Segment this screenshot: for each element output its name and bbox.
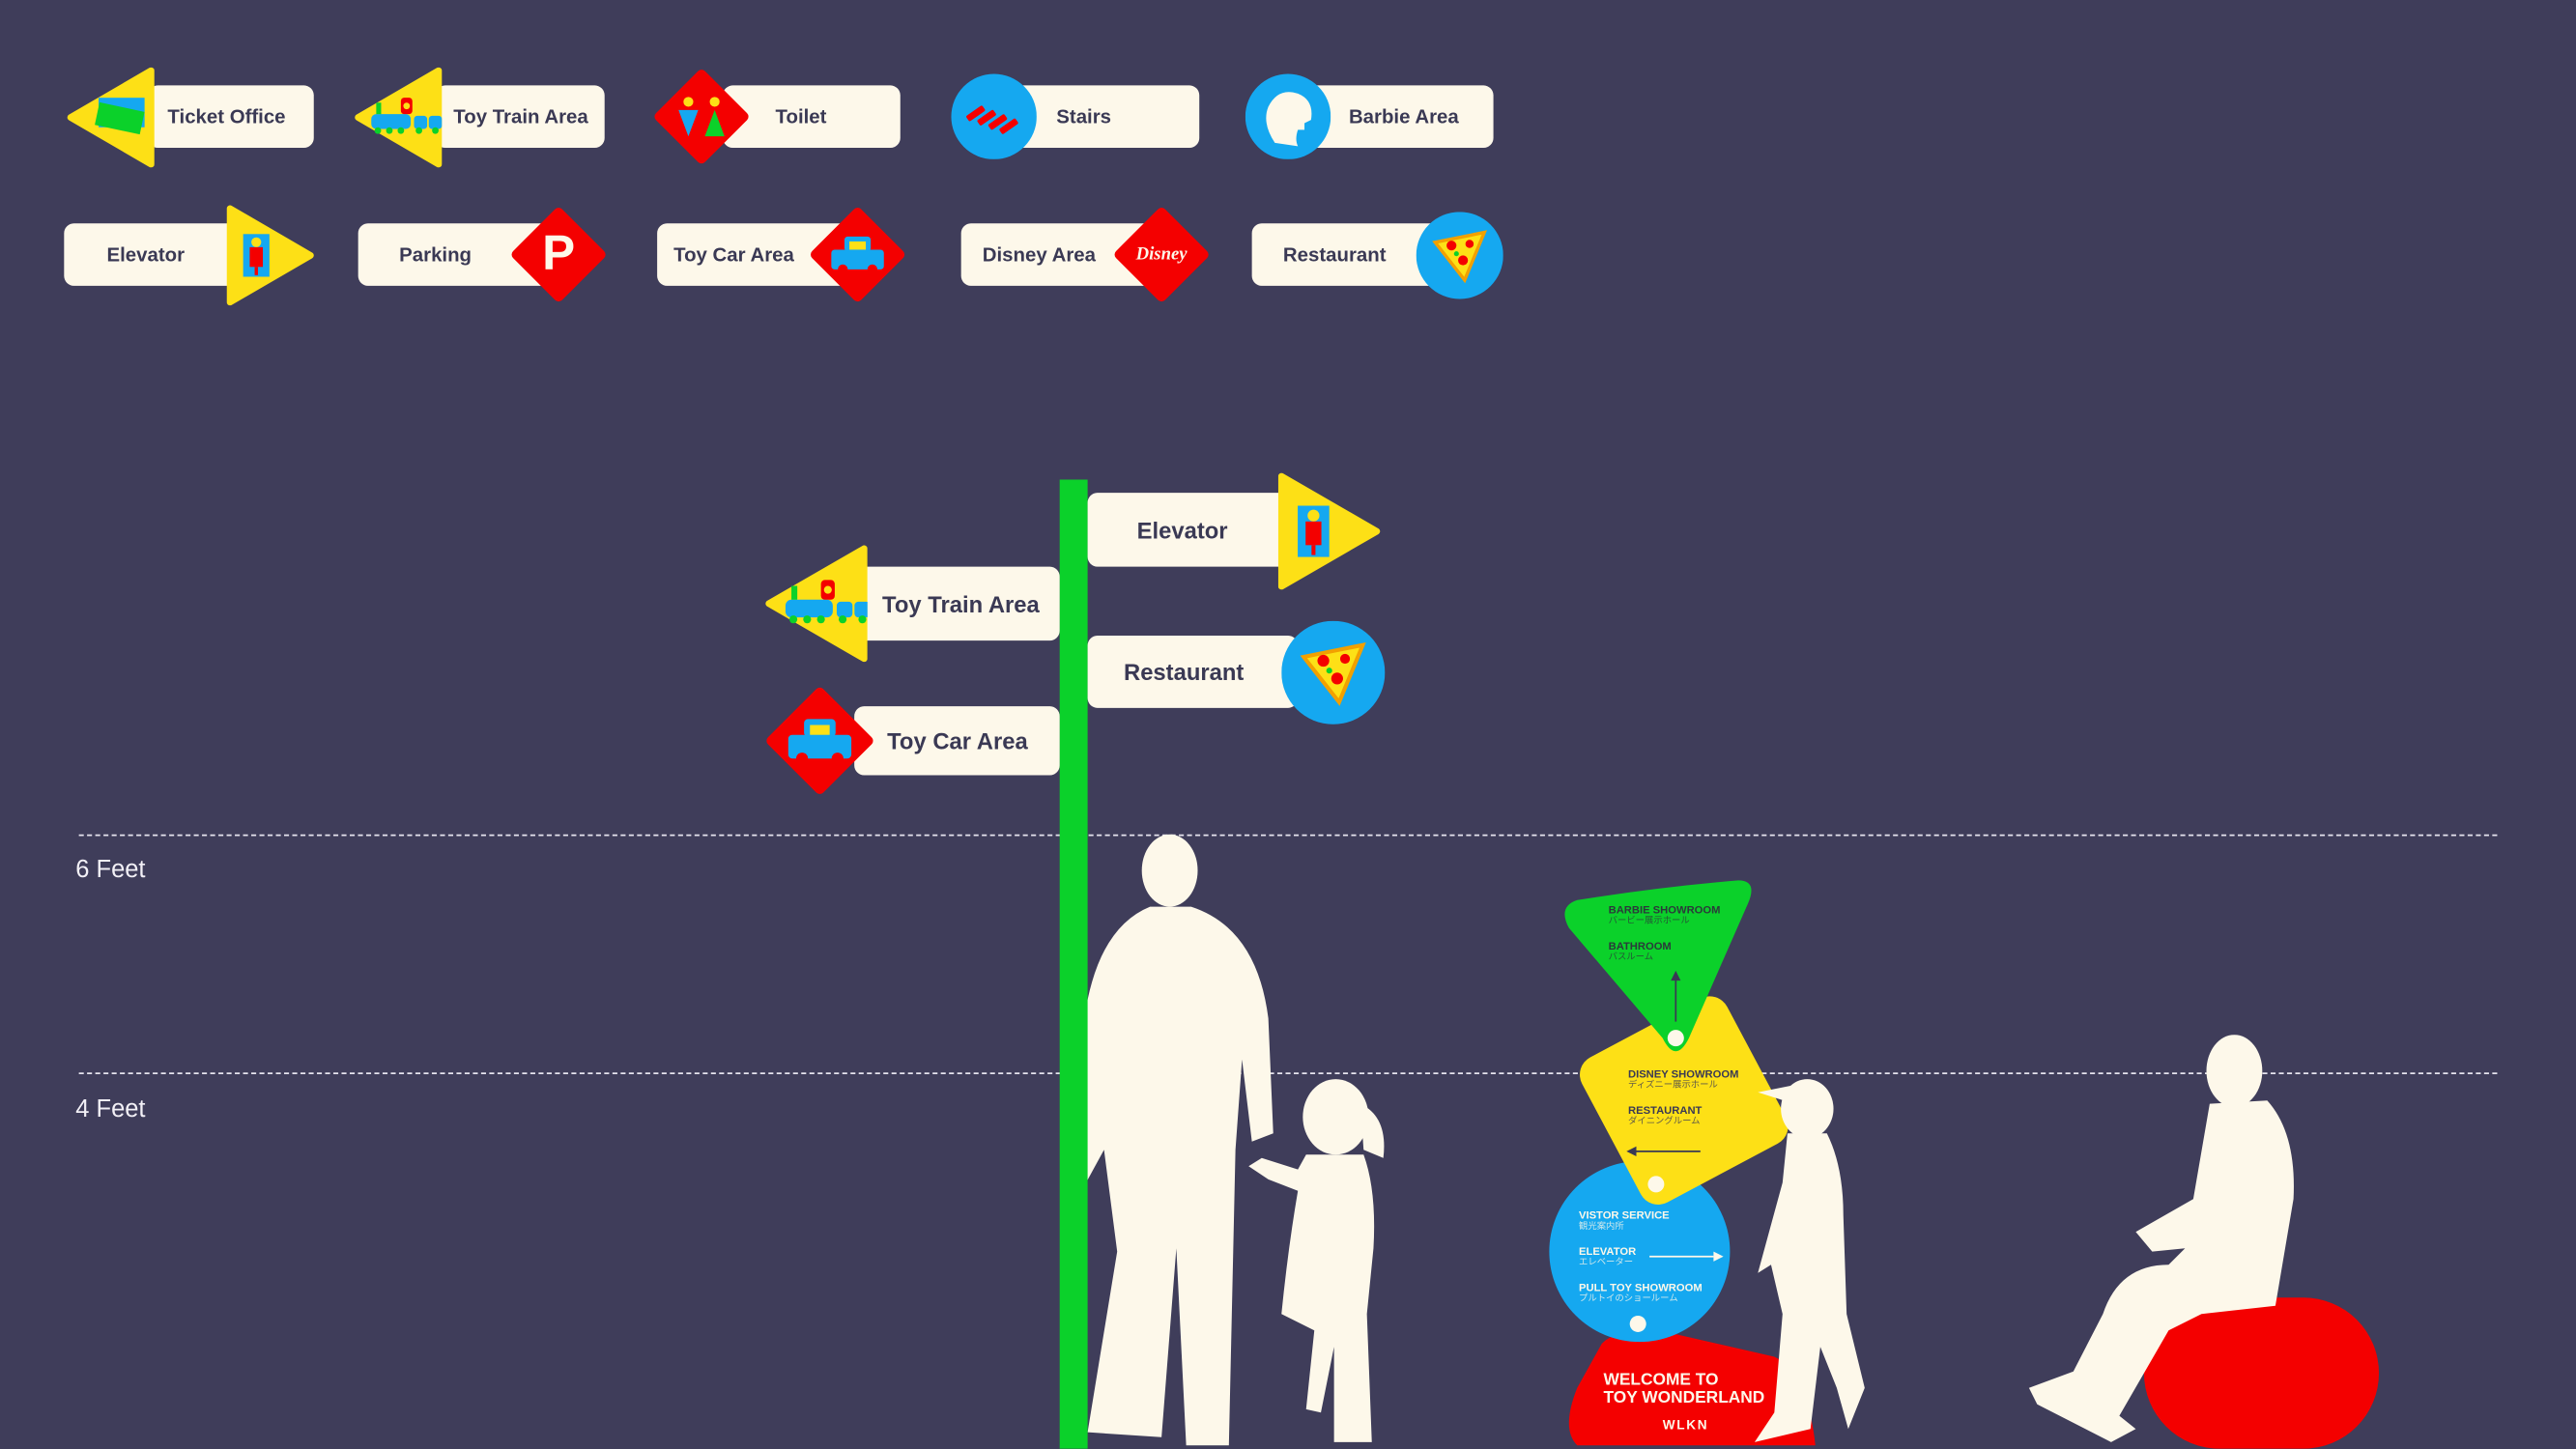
elevator-icon [243, 234, 270, 277]
hanger-hole [1647, 1176, 1665, 1193]
car-icon [831, 236, 884, 274]
blue-circle-panel [1549, 1161, 1731, 1343]
sign-label: Restaurant [1087, 636, 1299, 708]
sign-label: Toilet [723, 85, 901, 149]
circle-sign-shape [1281, 620, 1386, 724]
sign-label: Toy Train Area [435, 85, 605, 149]
sign-label: Toy Car Area [854, 706, 1060, 776]
four-feet-label: 4 Feet [75, 1095, 146, 1124]
red-welcome-panel [1568, 1329, 1816, 1446]
triangle-left-sign-shape [355, 67, 443, 168]
parking-icon: P [542, 226, 576, 281]
sign-label: Ticket Office [148, 85, 314, 149]
hanger-hole [1667, 1030, 1684, 1047]
ticket-icon [95, 98, 145, 135]
stairs-icon [966, 105, 1018, 134]
green-triangle-panel [1564, 880, 1752, 1052]
wlkn-logo: WLKN [1662, 1417, 1709, 1433]
sign-label: Barbie Area [1305, 85, 1494, 149]
triangle-left-sign-shape [67, 67, 155, 168]
diamond-sign-shape [1114, 207, 1209, 302]
diamond-sign-shape [654, 70, 749, 164]
six-feet-line [78, 834, 2498, 837]
triangle-right-sign-shape [226, 205, 314, 306]
triangle-left-sign-shape [765, 545, 868, 663]
train-icon [785, 580, 868, 624]
girl-silhouette [1248, 1079, 1385, 1442]
diamond-sign-shape [810, 207, 905, 302]
sign-label: Elevator [1087, 493, 1292, 567]
six-feet-label: 6 Feet [75, 855, 146, 884]
elevator-icon [1298, 505, 1330, 557]
disney-icon: Disney [1135, 244, 1188, 265]
car-icon [787, 719, 852, 765]
signpost-pole [1059, 479, 1088, 1449]
circle-sign-shape [1416, 212, 1503, 299]
sign-label: Stairs [1010, 85, 1200, 149]
diamond-sign-shape [511, 207, 606, 302]
pizza-icon [1432, 230, 1488, 284]
toilet-icon [678, 97, 725, 137]
four-feet-line [78, 1072, 2498, 1074]
barbie-icon [1266, 92, 1312, 147]
circle-sign-shape [1245, 73, 1331, 159]
boy-silhouette [1754, 1079, 1865, 1442]
pizza-icon [1300, 641, 1366, 706]
train-icon [371, 98, 443, 134]
seated-person-silhouette [2028, 1035, 2294, 1442]
sign-label: Disney Area [960, 223, 1160, 286]
circle-sign-shape [951, 73, 1037, 159]
adult-silhouette [1069, 834, 1274, 1446]
diamond-sign-shape [766, 687, 873, 794]
sign-label: Toy Train Area [854, 566, 1060, 641]
triangle-right-sign-shape [1277, 472, 1381, 590]
hanger-hole [1629, 1315, 1646, 1332]
